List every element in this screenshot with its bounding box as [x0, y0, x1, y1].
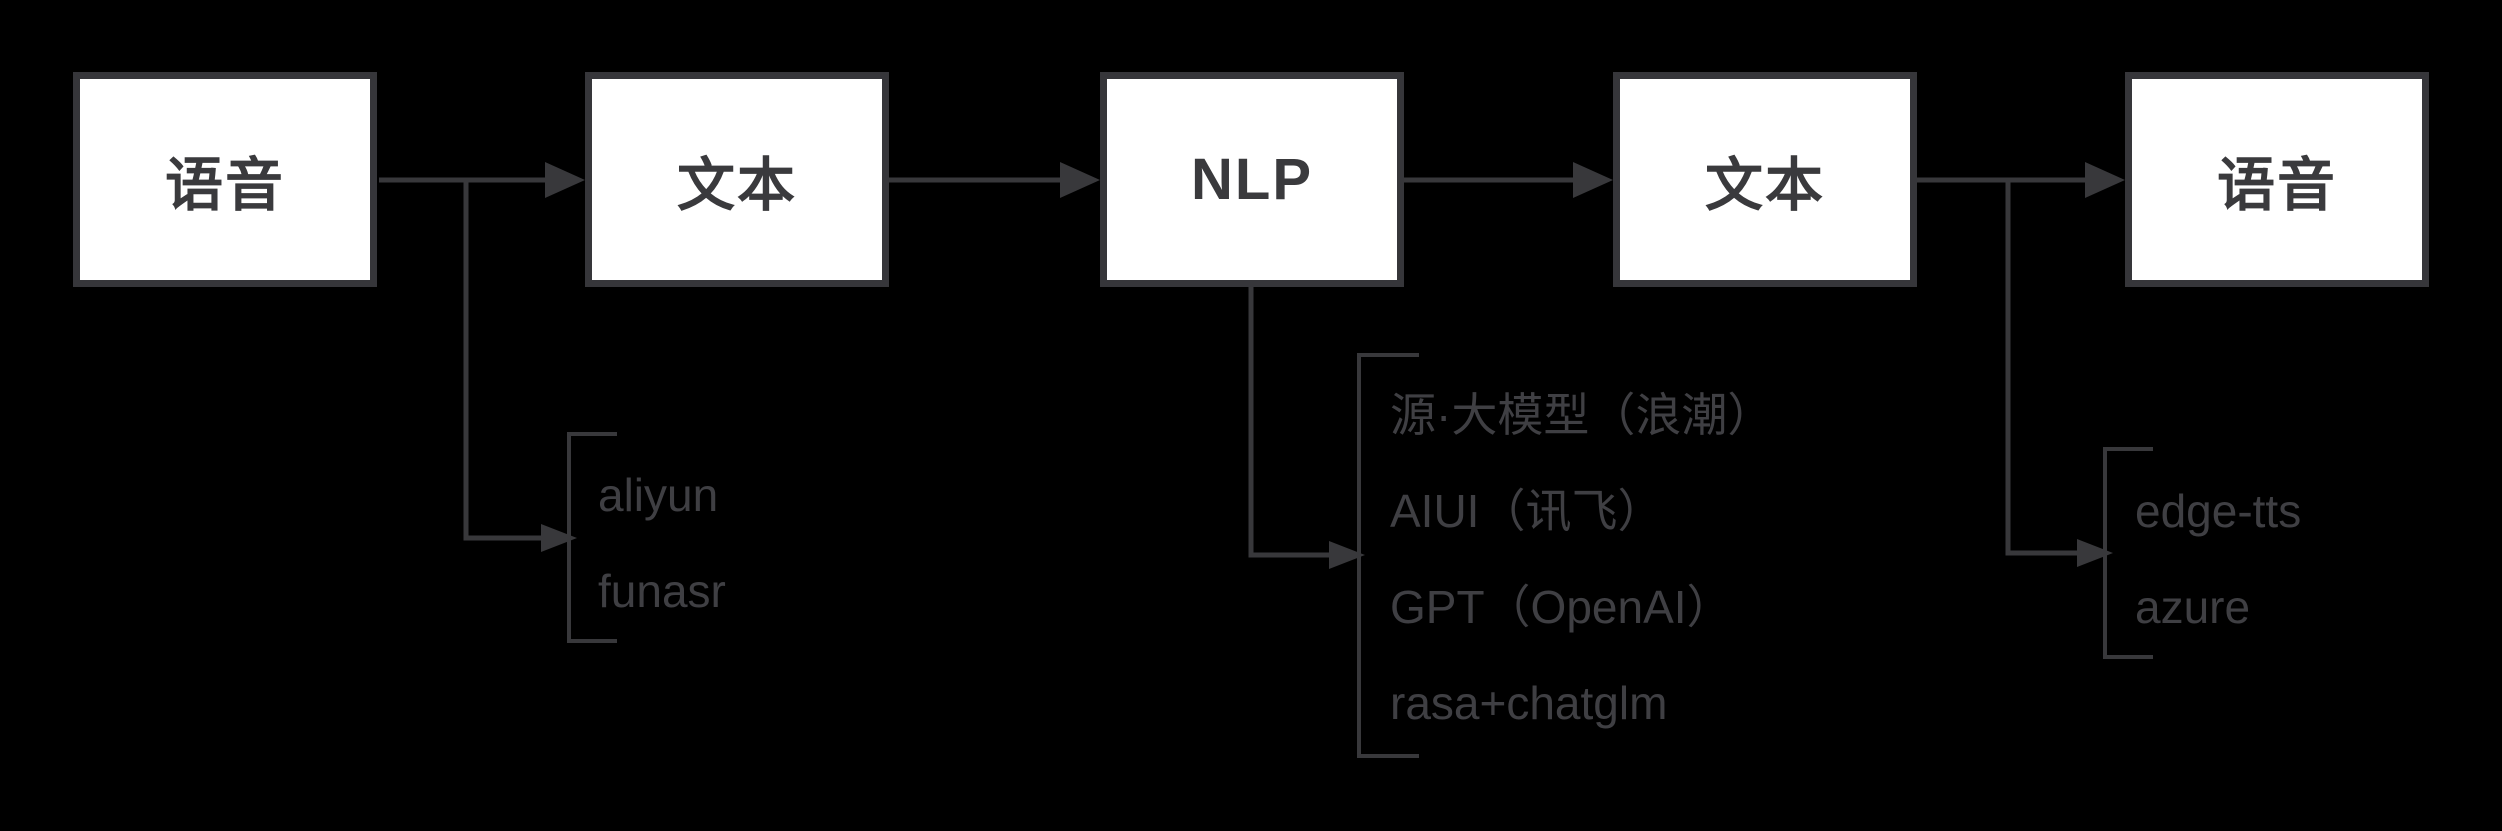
arrowhead-icon: [1573, 162, 1613, 198]
list-item-gpt: GPT（OpenAI）: [1390, 581, 1733, 633]
list-item-rasa-chatglm: rasa+chatglm: [1390, 677, 1668, 729]
node-speech-input-label: 语音: [164, 152, 285, 218]
node-speech-input: 语音: [73, 72, 377, 287]
bracket-icon: [567, 432, 617, 643]
arrowhead-icon: [1329, 541, 1365, 569]
node-text-asr: 文本: [585, 72, 889, 287]
node-nlp: NLP: [1100, 72, 1404, 287]
arrowhead-icon: [2077, 539, 2113, 567]
list-item-aliyun: aliyun: [598, 469, 719, 521]
branch-asr-options: [463, 180, 617, 643]
arrowhead-icon: [541, 524, 577, 552]
node-text-asr-label: 文本: [676, 152, 797, 218]
list-item-funasr: funasr: [598, 565, 726, 617]
node-nlp-label: NLP: [1191, 147, 1313, 212]
list-item-yuan-model: 源·大模型（浪潮）: [1390, 389, 1774, 441]
node-text-reply-label: 文本: [1704, 152, 1825, 218]
node-text-reply: 文本: [1613, 72, 1917, 287]
arrow-speech-to-text: [379, 162, 585, 198]
arrowhead-icon: [2085, 162, 2125, 198]
list-item-azure: azure: [2135, 581, 2251, 633]
tts-option-list: edge-tts azure: [2135, 463, 2301, 655]
asr-option-list: aliyun funasr: [598, 447, 726, 639]
arrowhead-icon: [1060, 162, 1100, 198]
node-speech-output: 语音: [2125, 72, 2429, 287]
nlp-option-list: 源·大模型（浪潮） AIUI（讯飞） GPT（OpenAI） rasa+chat…: [1390, 367, 1773, 751]
list-item-edge-tts: edge-tts: [2135, 485, 2302, 537]
arrow-text-to-nlp: [889, 162, 1100, 198]
branch-nlp-options: [1248, 287, 1419, 758]
branch-tts-options: [2005, 180, 2153, 659]
node-speech-output-label: 语音: [2216, 152, 2337, 218]
bracket-icon: [2103, 447, 2153, 659]
bracket-icon: [1357, 353, 1419, 758]
arrow-nlp-to-text: [1404, 162, 1613, 198]
arrow-text-to-speech: [1917, 162, 2125, 198]
list-item-aiui: AIUI（讯飞）: [1390, 485, 1664, 537]
arrowhead-icon: [545, 162, 585, 198]
